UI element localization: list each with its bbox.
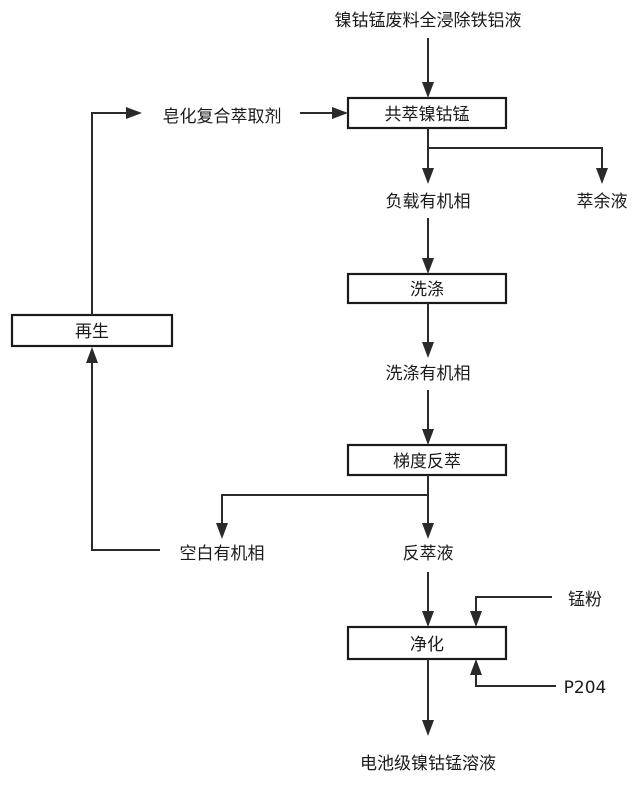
co-extraction-label: 共萃镍钴锰 <box>385 105 470 125</box>
arrow-loaded-organic-to-washing <box>422 218 434 274</box>
arrow-regeneration-to-extractant <box>91 107 142 315</box>
arrow-strip-liquor-to-purification <box>422 572 434 627</box>
feed-label: 镍钴锰废料全浸除铁铝液 <box>335 11 522 31</box>
gradient-stripping-box: 梯度反萃 <box>346 443 508 477</box>
arrow-p204-to-purification <box>470 659 556 687</box>
raffinate-label: 萃余液 <box>577 192 628 212</box>
washed-organic-label: 洗涤有机相 <box>386 364 471 384</box>
gradient-stripping-label: 梯度反萃 <box>393 452 461 472</box>
arrow-manganese-powder-to-purification <box>470 596 552 627</box>
arrow-washing-to-washed-organic <box>422 303 434 358</box>
arrow-gradient-stripping-to-blank-organic <box>216 494 428 539</box>
arrow-gradient-stripping-to-strip-liquor <box>422 475 434 539</box>
purification-box: 净化 <box>346 625 508 661</box>
regeneration-label: 再生 <box>75 322 109 342</box>
extractant-label: 皂化复合萃取剂 <box>163 107 282 127</box>
co-extraction-box: 共萃镍钴锰 <box>346 96 508 130</box>
arrow-co-extraction-to-loaded-organic <box>422 128 434 184</box>
purification-label: 净化 <box>410 635 444 655</box>
regeneration-box: 再生 <box>10 313 174 348</box>
arrow-purification-to-product <box>422 659 434 736</box>
arrow-co-extraction-to-raffinate <box>428 147 608 184</box>
p204-label: P204 <box>564 678 607 698</box>
loaded-organic-label: 负载有机相 <box>386 192 471 212</box>
strip-liquor-label: 反萃液 <box>403 544 454 564</box>
product-label: 电池级镍钴锰溶液 <box>360 754 496 774</box>
arrow-extractant-to-co-extraction <box>300 107 348 119</box>
arrow-feed-to-co-extraction <box>422 38 434 98</box>
blank-organic-label: 空白有机相 <box>180 544 265 564</box>
arrow-blank-organic-to-regeneration <box>86 347 160 551</box>
arrow-washed-organic-to-gradient-stripping <box>422 390 434 445</box>
manganese-powder-label: 锰粉 <box>568 590 602 610</box>
washing-label: 洗涤 <box>410 280 444 300</box>
washing-box: 洗涤 <box>346 272 508 305</box>
